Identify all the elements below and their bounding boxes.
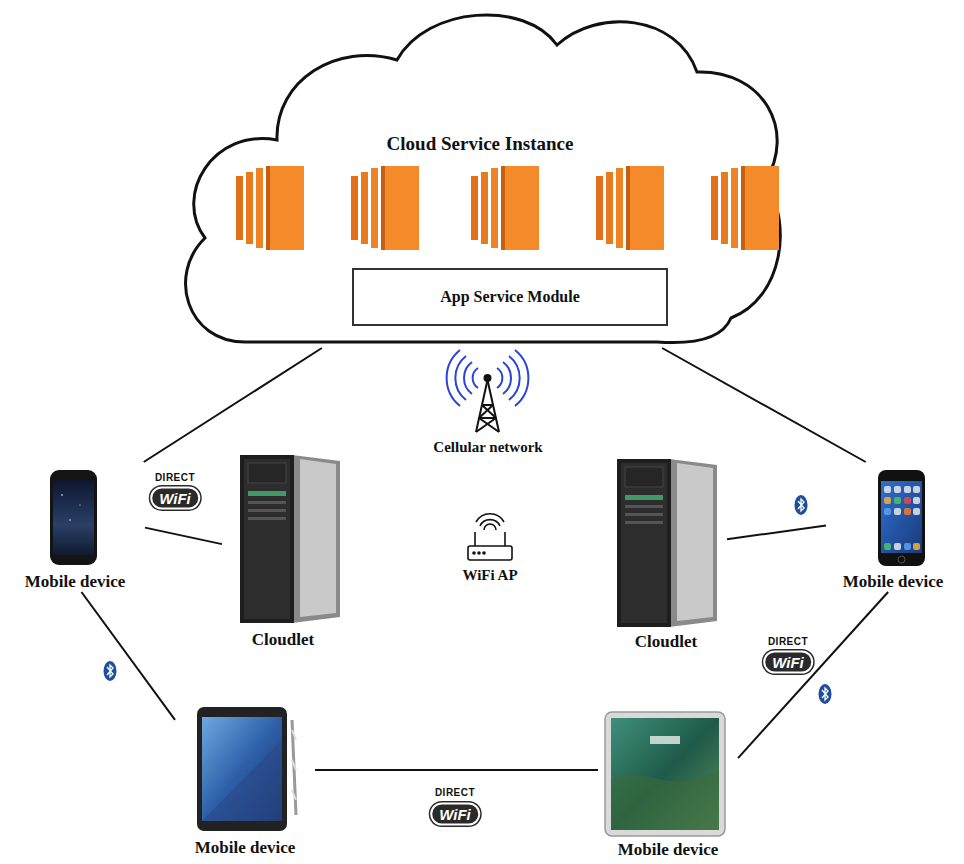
- mobile-device: Mobile device: [175, 700, 315, 858]
- device-label: Mobile device: [195, 838, 296, 858]
- cloudlet-server: Cloudlet: [605, 455, 727, 652]
- wifi-direct-tag: DIRECT: [155, 472, 195, 483]
- link-line: [144, 348, 322, 462]
- access-point-label: WiFi AP: [462, 567, 517, 584]
- device-label: Cloudlet: [252, 630, 314, 650]
- instance-icon: [236, 166, 304, 250]
- link-line: [662, 348, 866, 462]
- mobile-device: Mobile device: [598, 708, 738, 860]
- device-label: Mobile device: [618, 840, 719, 860]
- instance-icon: [351, 166, 419, 250]
- link-line: [145, 528, 222, 545]
- instance-icon: [596, 166, 664, 250]
- device-label: Cloudlet: [635, 632, 697, 652]
- network-label: Cellular network: [433, 439, 542, 456]
- wifi-direct-tag: DIRECT: [435, 787, 475, 798]
- link-line: [81, 592, 175, 720]
- module-label: App Service Module: [440, 288, 580, 306]
- device-label: Mobile device: [843, 572, 944, 592]
- wifi-logo: WiFi: [430, 803, 480, 826]
- link-line: [738, 592, 888, 758]
- instance-icon: [711, 166, 779, 250]
- instance-icon: [471, 166, 539, 250]
- device-label: Mobile device: [25, 572, 126, 592]
- mobile-device: Mobile device: [826, 462, 960, 592]
- wifi-logo: WiFi: [763, 651, 813, 674]
- region-heading: Cloud Service Instance: [387, 133, 574, 155]
- link-line: [727, 526, 826, 540]
- cloudlet-server: Cloudlet: [222, 452, 344, 650]
- wifi-logo: WiFi: [150, 487, 200, 510]
- link-line: [315, 770, 598, 771]
- service-module-box: App Service Module: [352, 268, 668, 326]
- mobile-device: Mobile device: [5, 462, 145, 592]
- cloud-region: Cloud Service InstanceApp Service Module: [165, 0, 795, 348]
- wifi-direct-tag: DIRECT: [768, 636, 808, 647]
